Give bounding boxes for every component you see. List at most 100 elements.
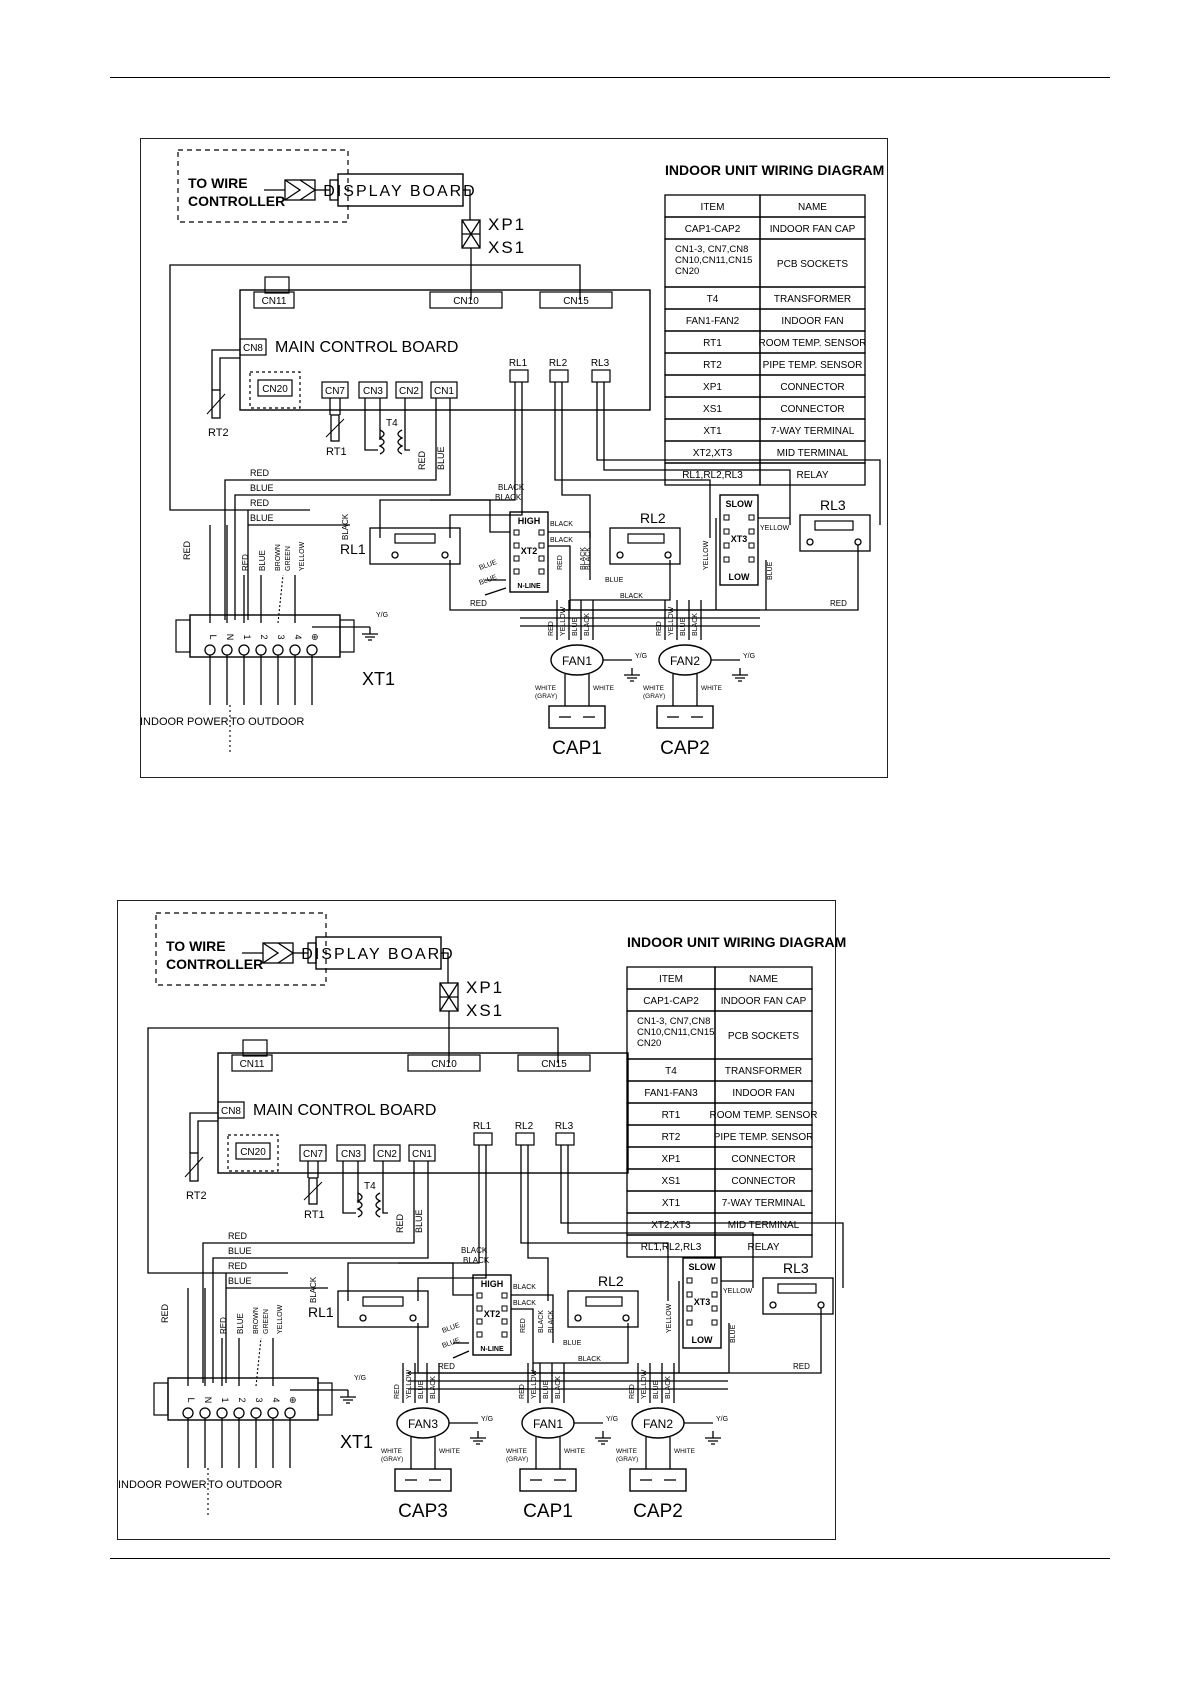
- t4-wire: [404, 398, 410, 451]
- xt2-black-wire: [511, 1294, 554, 1343]
- indoor-power-label: INDOOR POWER: [118, 1479, 207, 1491]
- header-rule: [110, 77, 1110, 78]
- rl3-pin-label: RL3: [555, 1121, 574, 1132]
- ground-icon-stroke: [470, 1431, 486, 1445]
- legend-2-item: XT1: [662, 1198, 681, 1209]
- wire-label-white: (GRAY): [643, 693, 665, 700]
- wire-controller-box: [177, 149, 349, 223]
- xt3-slow-label: SLOW: [689, 1262, 717, 1272]
- wire-controller-label: TO WIRE: [166, 938, 226, 954]
- legend-2-name: INDOOR FAN: [732, 1088, 794, 1099]
- wire-label-white: WHITE: [506, 1448, 528, 1455]
- legend-1-name: TRANSFORMER: [774, 294, 851, 305]
- ground-icon-stroke: [595, 1431, 611, 1445]
- wire-label-blue: BLUE: [436, 446, 446, 470]
- fan1-label: FAN1: [533, 1417, 563, 1431]
- xt2-nline-label: N-LINE: [480, 1346, 504, 1353]
- wire-label-black: BLACK: [665, 1376, 672, 1399]
- to-outdoor-label: TO OUTDOOR: [208, 1479, 282, 1491]
- cn8-socket-label: CN8: [243, 343, 263, 354]
- rl2-contact: [616, 551, 624, 559]
- legend-1-item: RT1: [703, 338, 722, 349]
- wire-label-white: WHITE: [616, 1448, 638, 1455]
- cn11-plug: [242, 1039, 268, 1057]
- xt1-screw-icon: [284, 1407, 296, 1419]
- wire-label-red: RED: [470, 599, 487, 608]
- xt1-terminal-label: L: [208, 634, 218, 639]
- xt3-pin: [711, 1305, 718, 1312]
- xt1-mount: [153, 1382, 169, 1416]
- xt1-mount: [175, 619, 191, 653]
- wire-label-yellow: YELLOW: [668, 606, 675, 636]
- legend-2-name: PIPE TEMP. SENSOR: [714, 1132, 814, 1143]
- rl3-contact: [817, 1301, 825, 1309]
- legend-1-name: ROOM TEMP. SENSOR: [759, 338, 867, 349]
- xt2-label: XT2: [484, 1309, 501, 1319]
- legend-2-title: INDOOR UNIT WIRING DIAGRAM: [627, 934, 846, 950]
- xt3-label: XT3: [694, 1297, 711, 1307]
- ground-icon: [595, 1431, 611, 1445]
- sensor-arrow: [325, 418, 345, 438]
- xt2-pin: [501, 1305, 508, 1312]
- cn10-socket-label: CN10: [453, 296, 479, 307]
- wire-label-black: BLACK: [620, 593, 643, 600]
- rl1-pin-label: RL1: [473, 1121, 492, 1132]
- t4-wire: [382, 1161, 388, 1214]
- wire-label-yellow: YELLOW: [723, 1288, 753, 1295]
- display-cable: [441, 952, 449, 983]
- xt3-pin: [748, 528, 755, 535]
- legend-1-name: RELAY: [796, 470, 828, 481]
- xt3-slow-label: SLOW: [726, 499, 754, 509]
- xt1-terminal-label: 4: [271, 1397, 281, 1402]
- wire-label-red: RED: [520, 1318, 527, 1333]
- wire-label-green: GREEN: [263, 1309, 270, 1334]
- display-cable: [463, 189, 471, 220]
- wire-label-blue: BLUE: [543, 1380, 550, 1399]
- rt2-wire: [219, 357, 240, 390]
- legend-2-name: CONNECTOR: [731, 1176, 795, 1187]
- wire-label-red: RED: [250, 468, 270, 478]
- rl1-contact: [441, 551, 449, 559]
- xp1-label: XP1: [488, 215, 526, 234]
- wire-label-blue: BLUE: [730, 1324, 737, 1343]
- rl2-coil: [585, 1296, 623, 1307]
- t4-wire: [342, 1161, 356, 1214]
- wire-label-black: BLACK: [550, 521, 573, 528]
- rl2-contact: [664, 551, 672, 559]
- xt1-screw-icon: [233, 1407, 245, 1419]
- black-bridge-wire: [533, 1323, 629, 1364]
- xt3-pin: [723, 514, 730, 521]
- ground-icon-stroke: [362, 627, 378, 641]
- xt3-pin: [686, 1319, 693, 1326]
- rl2-pin-label: RL2: [549, 358, 568, 369]
- wire-label-blue: BLUE: [258, 550, 267, 571]
- legend-2-item: FAN1-FAN3: [644, 1088, 698, 1099]
- rl3-coil-wire: [596, 382, 881, 525]
- wire-label-white: WHITE: [535, 685, 557, 692]
- xt3-pin: [748, 514, 755, 521]
- xt1-screw-icon: [267, 1407, 279, 1419]
- rl3-coil: [777, 1283, 817, 1294]
- xt2-blue-wire: [484, 587, 507, 596]
- cap1-label: CAP1: [523, 1501, 573, 1522]
- xp1-label: XP1: [466, 978, 504, 997]
- ground-icon-stroke: [732, 668, 748, 682]
- wire-label-red: RED: [417, 450, 427, 470]
- cn20-socket-label: CN20: [240, 1147, 266, 1158]
- xt2-pin: [538, 529, 545, 536]
- cn2-socket: [395, 381, 423, 399]
- rt1-sensor-icon: [330, 414, 340, 442]
- rl3-pin-label: RL3: [591, 358, 610, 369]
- wire-label-black: BLACK: [341, 513, 350, 540]
- xt2-pin: [538, 555, 545, 562]
- cn20-socket: [235, 1142, 271, 1160]
- xt3-pin: [711, 1277, 718, 1284]
- footer-rule: [110, 1558, 1110, 1559]
- rl1-contact: [359, 1314, 367, 1322]
- rl2-coil: [627, 533, 665, 544]
- wire-label-red: RED: [629, 1384, 636, 1399]
- rl3-pin: [591, 369, 611, 383]
- legend-1-title: INDOOR UNIT WIRING DIAGRAM: [665, 162, 884, 178]
- rl3-relay-label: RL3: [820, 497, 846, 513]
- cn2-socket: [373, 1144, 401, 1162]
